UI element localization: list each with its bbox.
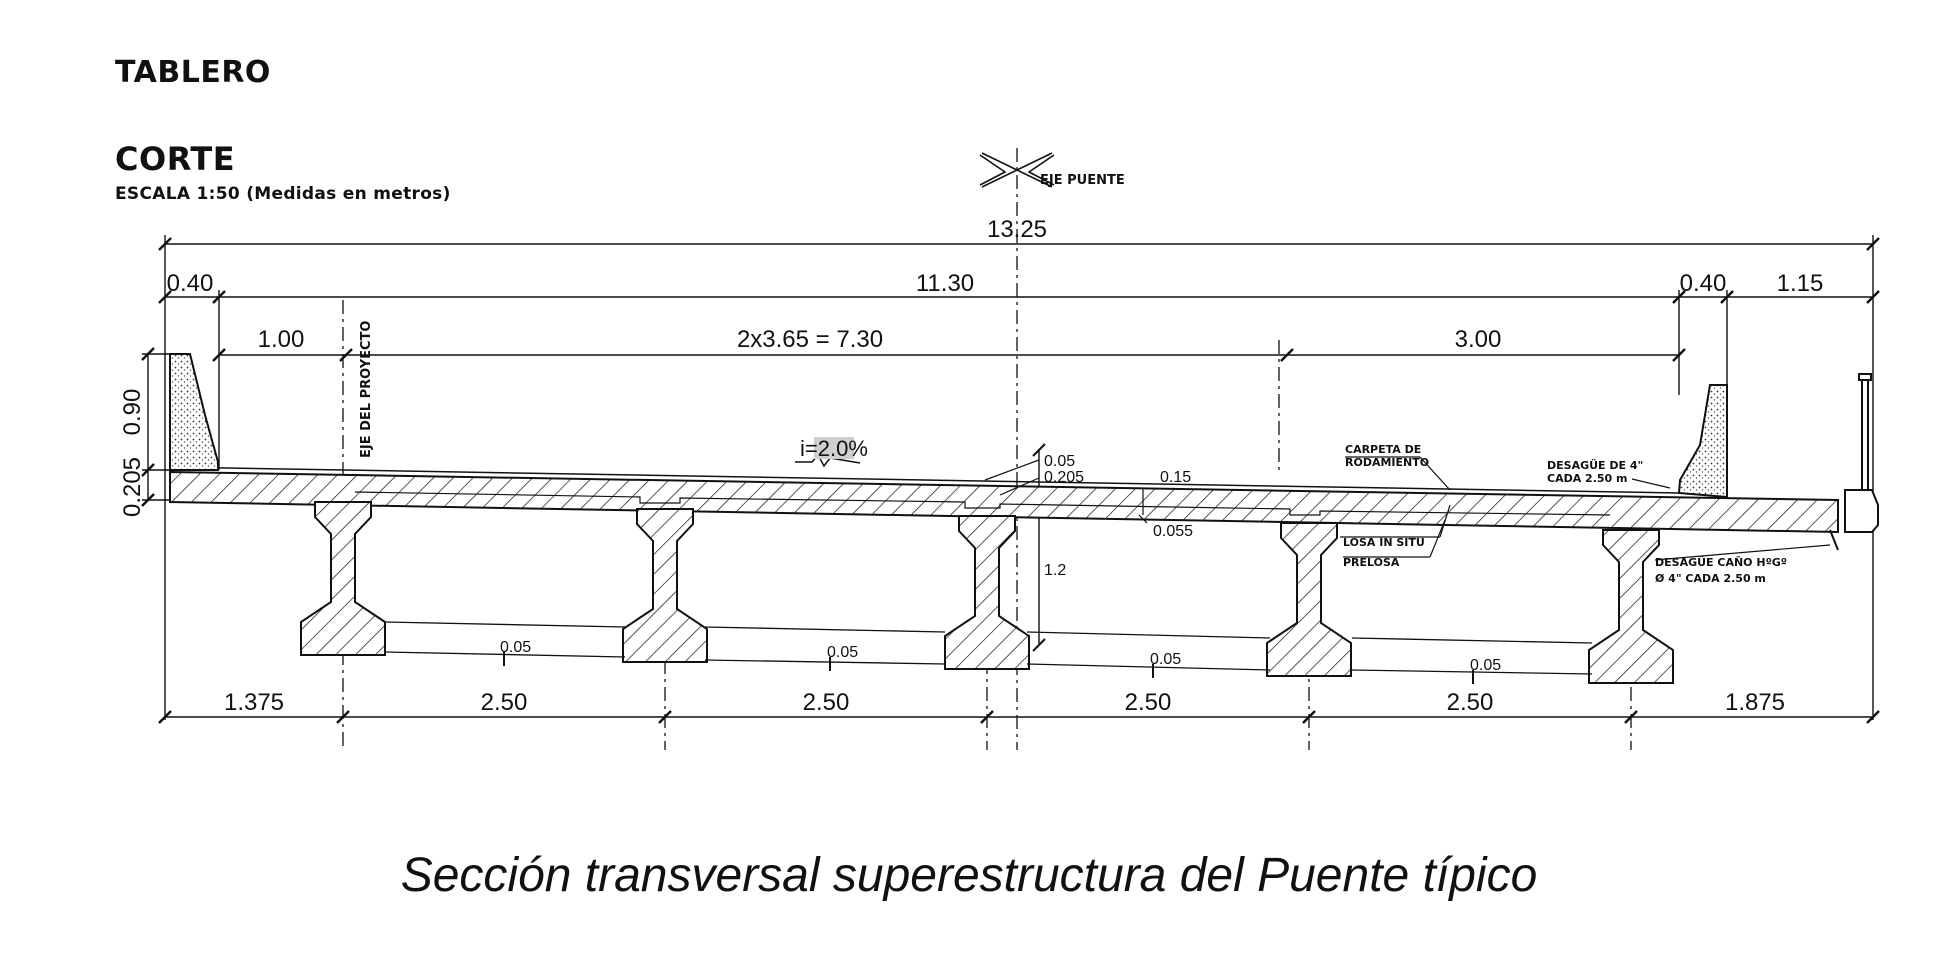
dim-sidewalk-left: 1.00 [258, 326, 305, 353]
figure-caption: Sección transversal superestructura del … [400, 849, 1538, 902]
girders [300, 501, 1674, 684]
title-tablero: TABLERO [115, 55, 271, 90]
label-carpeta-2: RODAMIENTO [1345, 456, 1429, 469]
girder-1 [300, 501, 386, 656]
dim-gap-1: 0.05 [500, 639, 531, 656]
bottom-dimensions: 1.375 2.50 2.50 2.50 2.50 1.875 [224, 689, 1785, 716]
dim-calzada: 11.30 [916, 270, 974, 297]
dim-0205: 0.205 [1044, 469, 1084, 486]
dim-005-top: 0.05 [1044, 453, 1075, 470]
dim-015: 0.15 [1160, 469, 1191, 486]
girder-5 [1588, 529, 1674, 684]
girder-4 [1266, 522, 1352, 677]
dim-shoulder-right: 3.00 [1455, 326, 1502, 353]
dim-bottom-6: 1.875 [1725, 689, 1785, 716]
label-eje-proyecto: EJE DEL PROYECTO [359, 321, 374, 458]
label-desague-1: DESAGÜE DE 4" [1547, 458, 1643, 472]
right-barrier [1677, 384, 1728, 499]
dim-left-barrier: 0.40 [167, 270, 214, 297]
dim-right-barrier: 0.40 [1680, 270, 1727, 297]
girder-2 [622, 508, 708, 663]
label-prelosa: PRELOSA [1343, 556, 1400, 569]
scale-note: ESCALA 1:50 (Medidas en metros) [115, 184, 451, 204]
dim-gap-4: 0.05 [1470, 657, 1501, 674]
dim-h-090: 0.90 [119, 389, 146, 436]
dim-gap-2: 0.05 [827, 644, 858, 661]
label-desague-2: CADA 2.50 m [1547, 472, 1628, 485]
dim-beam-height: 1.2 [1044, 562, 1066, 579]
dim-gap-3: 0.05 [1150, 651, 1181, 668]
dim-0055: 0.055 [1153, 523, 1193, 540]
axis-symbol [979, 152, 1055, 188]
label-desague-cano-1: DESAGÜE CAÑO HºGº [1655, 555, 1787, 569]
dim-total: 13.25 [987, 216, 1047, 243]
dim-vereda: 1.15 [1777, 270, 1824, 297]
railing [1829, 373, 1879, 551]
dim-bottom-1: 1.375 [224, 689, 284, 716]
dim-lanes: 2x3.65 = 7.30 [737, 326, 883, 353]
label-desague-cano-2: Ø 4" CADA 2.50 m [1655, 572, 1766, 585]
label-slope: i=2.0% [800, 436, 868, 461]
girder-3 [944, 515, 1030, 670]
dim-bottom-3: 2.50 [803, 689, 850, 716]
dim-h-0205: 0.205 [119, 457, 146, 517]
dim-bottom-5: 2.50 [1447, 689, 1494, 716]
dim-bottom-2: 2.50 [481, 689, 528, 716]
label-losa: LOSA IN SITU [1343, 536, 1425, 549]
label-carpeta-1: CARPETA DE [1345, 443, 1421, 456]
deck-slab [169, 470, 1839, 534]
dim-bottom-4: 2.50 [1125, 689, 1172, 716]
left-barrier [169, 353, 219, 471]
label-eje-puente: EJE PUENTE [1040, 173, 1125, 188]
dimension-lines [141, 235, 1880, 724]
title-corte: CORTE [115, 140, 236, 178]
